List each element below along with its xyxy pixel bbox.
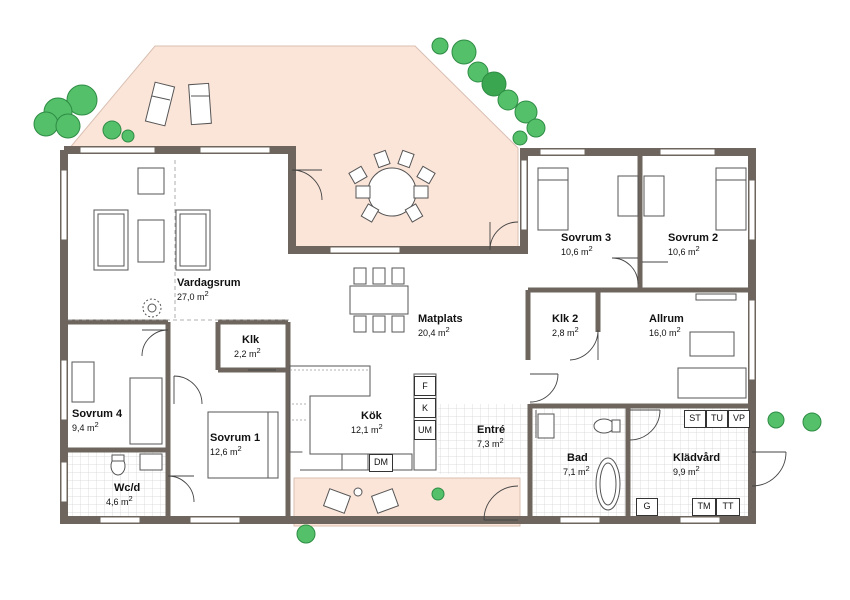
area-unit-sup: 2 [204,288,209,298]
room-area: 16,0 m2 [649,324,684,338]
area-unit-sup: 2 [378,421,383,431]
beds [71,167,747,479]
sun-loungers [144,81,212,127]
area-value: 2,2 m [234,348,257,359]
room-area: 12,1 m2 [351,421,383,435]
area-value: 4,6 m [106,496,129,507]
area-unit-sup: 2 [237,443,242,453]
room-area: 4,6 m2 [106,493,140,507]
fixture-freezer: K [414,398,436,418]
room-area: 7,1 m2 [563,463,590,477]
area-value: 20,4 m [418,327,446,338]
area-value: 10,6 m [561,246,589,257]
room-allrum: Allrum 16,0 m2 [649,313,684,338]
room-kok: Kök 12,1 m2 [351,410,383,435]
area-unit-sup: 2 [676,324,681,334]
allrum-furniture [677,293,747,399]
fixture-tt: TT [716,498,740,516]
room-kladvard: Klädvård 9,9 m2 [673,452,720,477]
room-sovrum1: Sovrum 1 12,6 m2 [210,432,260,457]
room-name: Klädvård [673,452,721,464]
area-value: 12,6 m [210,446,238,457]
room-area: 10,6 m2 [561,243,611,257]
room-name: Sovrum 4 [72,408,123,420]
interior-walls [66,155,750,516]
area-value: 9,9 m [673,466,696,477]
room-name: Klk [242,334,260,346]
room-area: 27,0 m2 [177,288,241,302]
trees [33,37,822,544]
fixture-tm: TM [692,498,716,516]
area-value: 10,6 m [668,246,696,257]
area-value: 27,0 m [177,291,205,302]
fixture-vp: VP [728,410,750,428]
room-area: 20,4 m2 [418,324,463,338]
area-unit-sup: 2 [94,419,99,429]
room-name: Sovrum 2 [668,232,719,244]
room-area: 9,4 m2 [72,419,122,433]
room-sovrum3: Sovrum 3 10,6 m2 [561,232,611,257]
room-sovrum2: Sovrum 2 10,6 m2 [668,232,718,257]
area-unit-sup: 2 [499,435,504,445]
room-name: Sovrum 3 [561,232,612,244]
area-value: 7,1 m [563,466,586,477]
room-name: Matplats [418,313,463,325]
front-chairs [322,487,400,514]
dining-furniture [349,267,409,333]
outdoor-table [348,149,436,223]
room-wcd: Wc/d 4,6 m2 [106,482,141,507]
fixture-microwave: UM [414,420,436,440]
exterior-walls [60,146,756,524]
room-area: 2,8 m2 [552,324,579,338]
room-name: Allrum [649,313,684,325]
bath-fixtures [110,413,621,511]
area-value: 12,1 m [351,424,379,435]
living-furniture [93,167,211,318]
room-name: Bad [567,452,588,464]
fixture-g: G [636,498,658,516]
room-area: 10,6 m2 [668,243,718,257]
area-unit-sup: 2 [695,463,700,473]
room-area: 12,6 m2 [210,443,260,457]
room-name: Vardagsrum [177,277,241,289]
tile-entre [438,404,528,474]
room-klk: Klk 2,2 m2 [234,334,261,359]
fixture-fridge: F [414,376,436,396]
area-unit-sup: 2 [445,324,450,334]
area-unit-sup: 2 [256,345,261,355]
fixture-st: ST [684,410,706,428]
area-unit-sup: 2 [695,243,700,253]
fixture-dishwasher: DM [369,454,393,472]
area-value: 2,8 m [552,327,575,338]
area-value: 7,3 m [477,438,500,449]
fixture-tu: TU [706,410,728,428]
area-unit-sup: 2 [574,324,579,334]
windows [60,146,756,524]
area-value: 9,4 m [72,422,95,433]
room-klk2: Klk 2 2,8 m2 [552,313,579,338]
room-matplats: Matplats 20,4 m2 [418,313,463,338]
room-name: Sovrum 1 [210,432,261,444]
room-name: Klk 2 [552,313,579,325]
room-sovrum4: Sovrum 4 9,4 m2 [72,408,122,433]
room-name: Wc/d [114,482,141,494]
area-unit-sup: 2 [585,463,590,473]
room-area: 7,3 m2 [477,435,505,449]
room-bad: Bad 7,1 m2 [563,452,590,477]
room-entre: Entré 7,3 m2 [477,424,505,449]
doors [141,169,787,521]
room-name: Kök [361,410,382,422]
area-unit-sup: 2 [128,493,133,503]
room-area: 2,2 m2 [234,345,261,359]
room-area: 9,9 m2 [673,463,720,477]
area-value: 16,0 m [649,327,677,338]
room-name: Entré [477,424,506,436]
room-vardagsrum: Vardagsrum 27,0 m2 [177,277,241,302]
area-unit-sup: 2 [588,243,593,253]
